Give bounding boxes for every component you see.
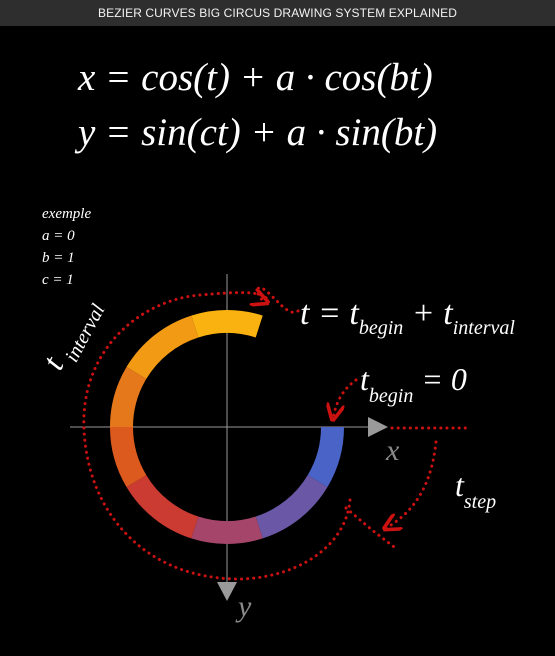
t-begin-t: t bbox=[360, 361, 370, 397]
arc-segment bbox=[191, 310, 263, 338]
page-title: BEZIER CURVES BIG CIRCUS DRAWING SYSTEM … bbox=[98, 6, 457, 20]
t-step-t: t bbox=[455, 467, 465, 503]
arc-ring bbox=[109, 310, 345, 544]
t-formula-t3: t bbox=[443, 295, 454, 332]
t-formula-eq: = bbox=[309, 295, 349, 332]
param-a: a = 0 bbox=[42, 228, 75, 244]
arc-segment bbox=[255, 475, 328, 539]
y-axis-arrowhead bbox=[217, 582, 237, 601]
arc-segment bbox=[126, 315, 199, 379]
t-step-tail bbox=[344, 506, 400, 552]
t-step-sub: step bbox=[464, 491, 496, 513]
param-b: b = 1 bbox=[42, 250, 75, 266]
title-bar: BEZIER CURVES BIG CIRCUS DRAWING SYSTEM … bbox=[0, 0, 555, 26]
t-begin-sub: begin bbox=[369, 385, 413, 407]
t-step-label: tstep bbox=[455, 467, 496, 513]
x-axis-arrowhead bbox=[368, 417, 388, 437]
y-equation: y = sin(ct) + a · sin(bt) bbox=[74, 111, 437, 154]
t-interval-sub: interval bbox=[61, 300, 110, 366]
t-begin-eq: = 0 bbox=[413, 361, 467, 397]
arc-segment bbox=[126, 475, 199, 539]
t-interval-arrow bbox=[82, 291, 352, 581]
svg-text:t = tbegin + tinterval: t = tbegin + tinterval bbox=[300, 295, 515, 339]
t-formula-sub-begin: begin bbox=[359, 317, 403, 339]
svg-text:tstep: tstep bbox=[455, 467, 496, 513]
t-formula-sub-interval: interval bbox=[453, 317, 516, 339]
svg-text:tbegin = 0: tbegin = 0 bbox=[360, 361, 467, 407]
x-equation: x = cos(t) + a · cos(bt) bbox=[77, 56, 433, 99]
param-c: c = 1 bbox=[42, 272, 74, 288]
example-block: exemple a = 0 b = 1 c = 1 bbox=[42, 206, 91, 288]
dotted-arrows bbox=[82, 286, 468, 581]
arc-segment bbox=[191, 516, 263, 544]
t-formula-plus: + bbox=[403, 295, 443, 332]
arc-segment bbox=[109, 367, 147, 427]
example-heading: exemple bbox=[42, 206, 91, 222]
arc-segment bbox=[109, 427, 147, 487]
t-formula-t2: t bbox=[349, 295, 360, 332]
t-begin-label: tbegin = 0 bbox=[360, 361, 467, 407]
y-axis-label: y bbox=[235, 590, 252, 623]
x-axis-label: x bbox=[385, 434, 400, 467]
t-formula-arrow bbox=[257, 286, 300, 314]
t-interval-label: t interval bbox=[34, 300, 110, 375]
t-formula-label: t = tbegin + tinterval bbox=[300, 295, 515, 339]
t-begin-arrow bbox=[333, 378, 358, 418]
t-formula-t1: t bbox=[300, 295, 311, 332]
t-step-arrow bbox=[386, 440, 438, 528]
arc-segment bbox=[307, 427, 345, 487]
